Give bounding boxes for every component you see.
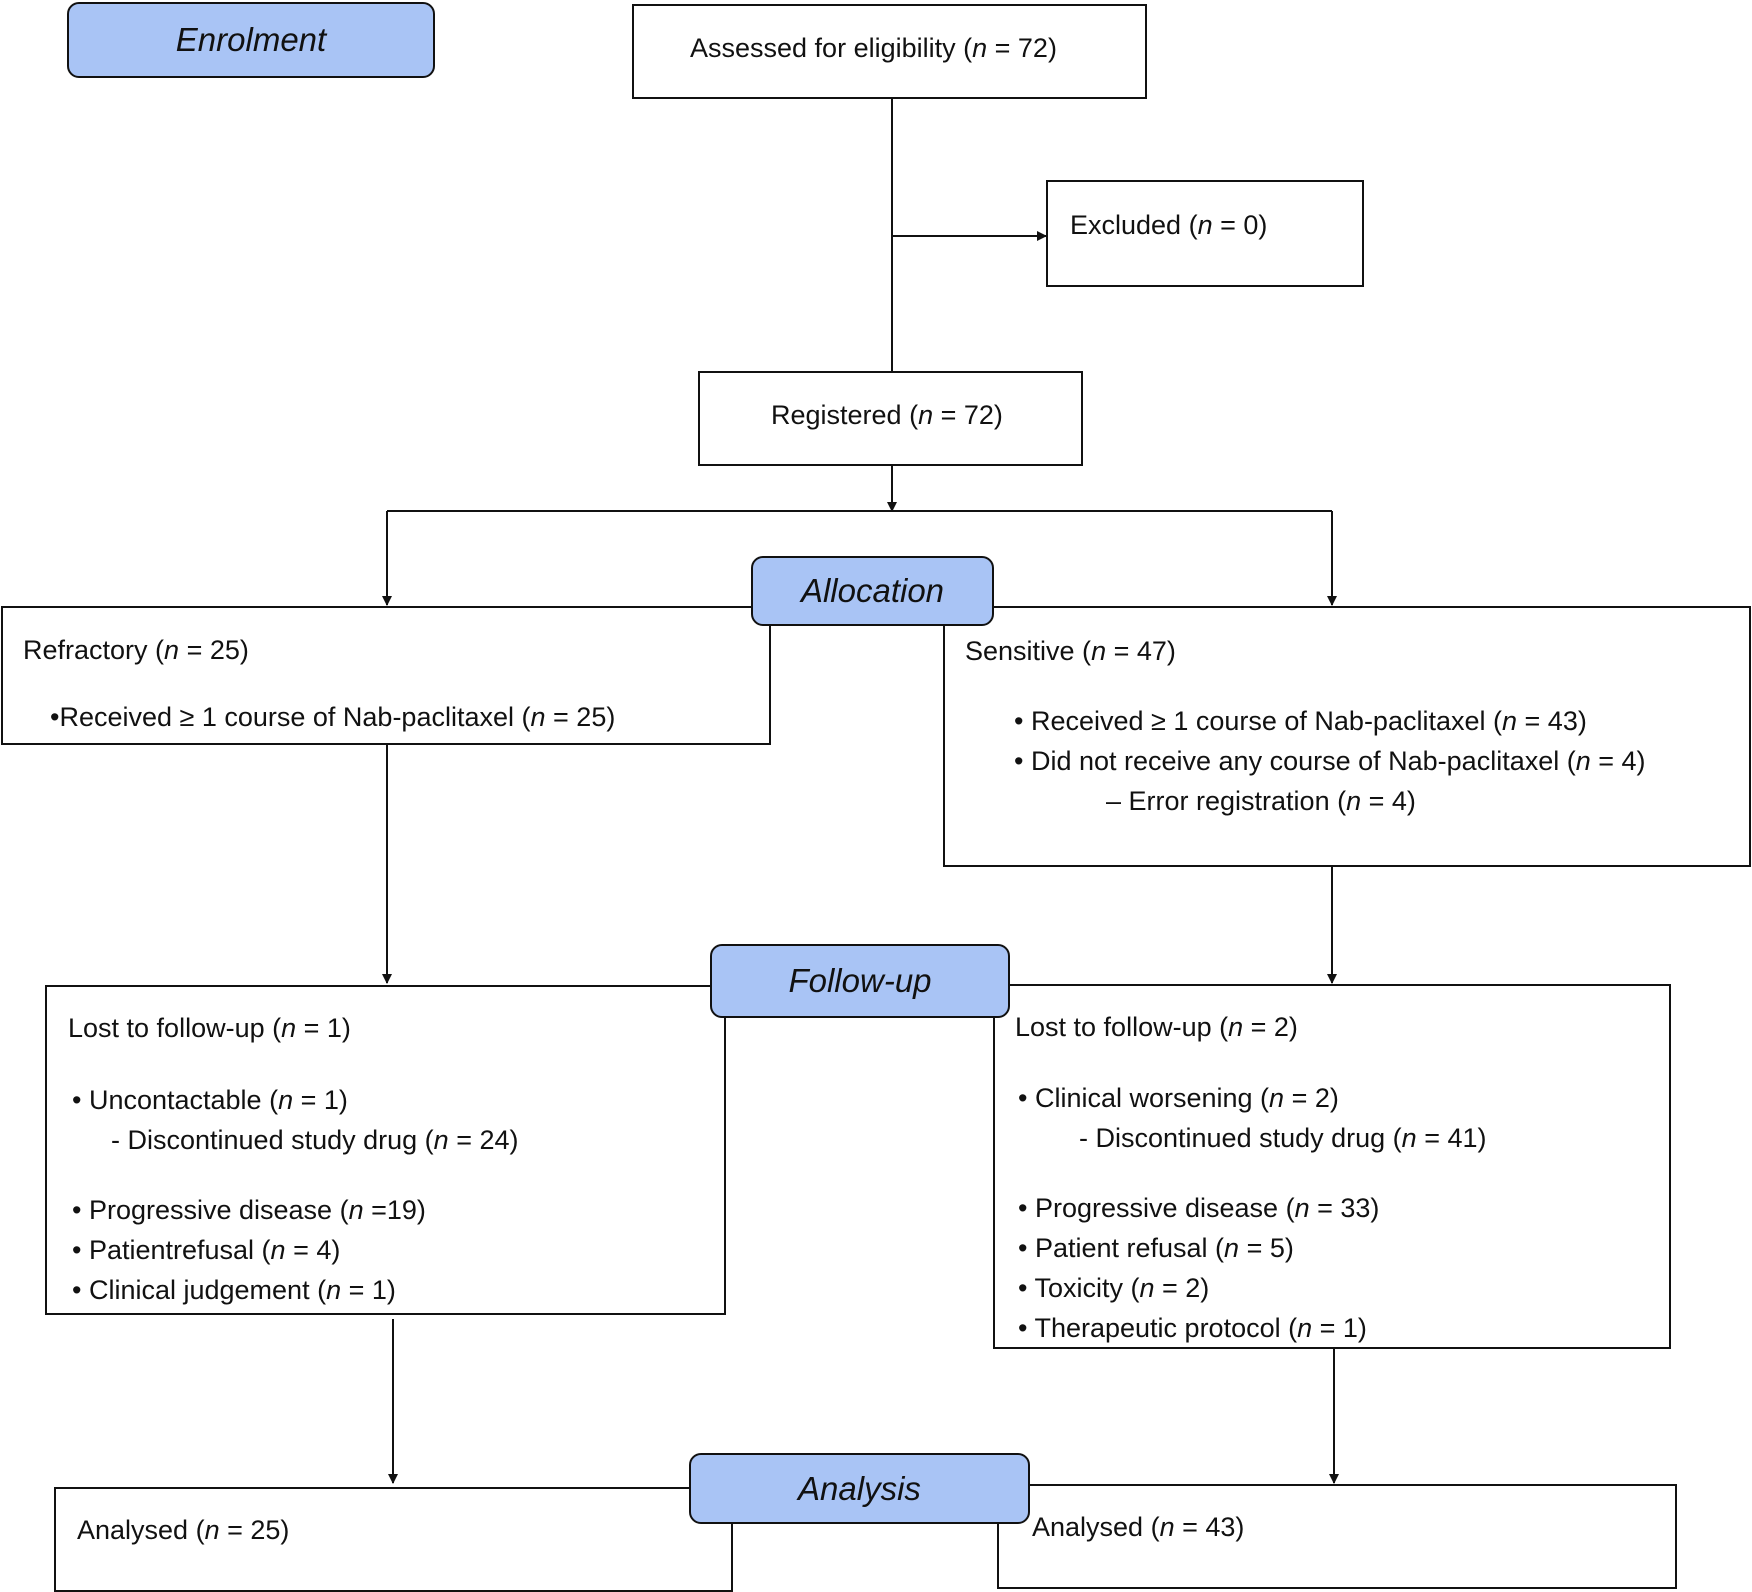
followup-right-item: • Clinical worsening (n = 2) [1018,1083,1339,1113]
sensitive-title: Sensitive (n = 47) [965,636,1176,666]
refractory-item: •Received ≥ 1 course of Nab-paclitaxel (… [50,702,616,732]
followup-right-title: Lost to follow-up (n = 2) [1015,1012,1298,1042]
stage-allocation: Allocation [751,556,994,626]
analysed-left-text: Analysed (n = 25) [77,1515,290,1545]
registered-box [698,371,1083,466]
followup-left-box [45,985,726,1315]
followup-right-box [993,984,1671,1349]
assessed-text: Assessed for eligibility (n = 72) [690,33,1057,63]
followup-left-item: • Clinical judgement (n = 1) [72,1275,396,1305]
analysed-left-box [54,1487,733,1592]
followup-right-item: • Therapeutic protocol (n = 1) [1018,1313,1367,1343]
stage-follow-up: Follow-up [710,944,1010,1018]
refractory-title: Refractory (n = 25) [23,635,249,665]
sensitive-box [943,606,1751,867]
followup-left-item: • Uncontactable (n = 1) [72,1085,348,1115]
excluded-box [1046,180,1364,287]
excluded-text: Excluded (n = 0) [1070,210,1268,240]
followup-right-item: • Progressive disease (n = 33) [1018,1193,1380,1223]
followup-right-item: • Patient refusal (n = 5) [1018,1233,1294,1263]
assessed-box [632,4,1147,99]
analysed-right-text: Analysed (n = 43) [1032,1512,1245,1542]
followup-left-item: • Patientrefusal (n = 4) [72,1235,341,1265]
sensitive-subitem: – Error registration (n = 4) [1106,786,1416,816]
followup-right-item: • Toxicity (n = 2) [1018,1273,1210,1303]
sensitive-item: • Did not receive any course of Nab-pacl… [1014,746,1646,776]
sensitive-item: • Received ≥ 1 course of Nab-paclitaxel … [1014,706,1587,736]
analysed-right-box [997,1484,1677,1589]
followup-right-subitem: - Discontinued study drug (n = 41) [1079,1123,1487,1153]
refractory-box [1,606,771,745]
followup-left-title: Lost to follow-up (n = 1) [68,1013,351,1043]
stage-enrolment: Enrolment [67,2,435,78]
stage-analysis: Analysis [689,1453,1030,1524]
followup-left-item: • Progressive disease (n =19) [72,1195,426,1225]
registered-text: Registered (n = 72) [771,400,1003,430]
followup-left-subitem: - Discontinued study drug (n = 24) [111,1125,519,1155]
